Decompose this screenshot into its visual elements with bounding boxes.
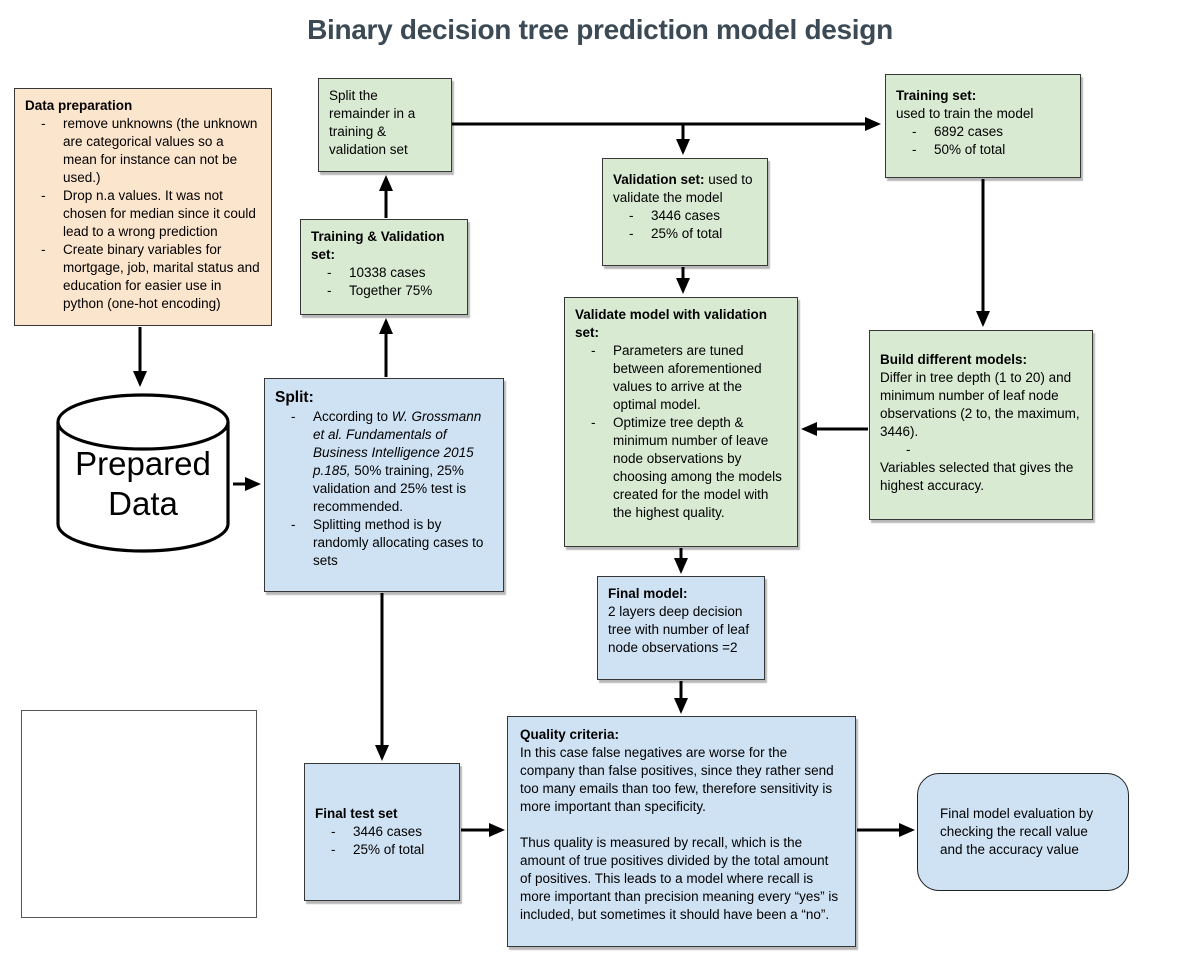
list-item-text: According to W. Grossmann et al. Fundame…	[313, 408, 493, 516]
list-item: - 10338 cases	[311, 264, 457, 282]
list-item-text: 10338 cases	[349, 265, 426, 280]
final-evaluation-text: Final model evaluation by checking the r…	[940, 806, 1094, 857]
build-models-box: Build different models: Differ in tree d…	[869, 330, 1093, 520]
build-models-para1: Differ in tree depth (1 to 20) and minim…	[880, 370, 1080, 439]
final-evaluation-box: Final model evaluation by checking the r…	[917, 773, 1129, 891]
split-citation-pre: According to	[313, 409, 392, 424]
empty-placeholder-box	[21, 710, 257, 918]
bullet-dash: -	[912, 124, 917, 139]
bullet-dash: -	[41, 242, 46, 257]
list-item: - Together 75%	[311, 282, 457, 300]
validation-set-box: Validation set: used to validate the mod…	[602, 158, 768, 266]
list-item: - According to W. Grossmann et al. Funda…	[275, 408, 493, 516]
list-item-text: Drop n.a values. It was not chosen for m…	[63, 188, 256, 239]
list-item-text: Create binary variables for mortgage, jo…	[63, 242, 260, 311]
data-preparation-heading: Data preparation	[25, 98, 133, 113]
page-title: Binary decision tree prediction model de…	[307, 14, 893, 45]
list-item-text: 3446 cases	[353, 824, 423, 839]
list-item: - Drop n.a values. It was not chosen for…	[25, 187, 261, 241]
quality-criteria-box: Quality criteria: In this case false neg…	[507, 716, 856, 947]
split-heading: Split:	[275, 389, 314, 406]
training-validation-heading: Training & Validation set:	[311, 229, 445, 262]
list-item-text: Optimize tree depth & minimum number of …	[613, 415, 782, 520]
list-item: - Parameters are tuned between aforement…	[575, 342, 787, 414]
list-item: - 6892 cases	[896, 123, 1070, 141]
list-item-text: 3446 cases	[651, 208, 721, 223]
prepared-data-label: Prepared Data	[55, 444, 231, 524]
bullet-dash: -	[291, 517, 296, 532]
final-test-set-heading: Final test set	[315, 806, 398, 821]
list-item: - Splitting method is by randomly alloca…	[275, 516, 493, 570]
final-model-heading: Final model:	[608, 586, 688, 601]
split-citation-post: 50% training, 25% validation and 25% tes…	[313, 463, 467, 514]
quality-criteria-para1: In this case false negatives are worse f…	[520, 745, 834, 814]
quality-criteria-heading: Quality criteria:	[520, 727, 620, 742]
prepared-data-line2: Data	[108, 485, 178, 522]
training-validation-set-box: Training & Validation set: - 10338 cases…	[300, 219, 468, 315]
prepared-data-line1: Prepared	[75, 445, 211, 482]
bullet-dash: -	[331, 824, 336, 839]
final-model-text: 2 layers deep decision tree with number …	[608, 604, 750, 655]
bullet-dash: -	[912, 142, 917, 157]
split-box: Split: - According to W. Grossmann et al…	[264, 378, 504, 592]
bullet-dash: -	[327, 283, 332, 298]
list-item-text: 25% of total	[353, 842, 425, 857]
training-set-subtext: used to train the model	[896, 106, 1034, 121]
list-item-text: remove unknowns (the unknown are categor…	[63, 116, 258, 185]
training-set-heading: Training set:	[896, 88, 977, 103]
final-model-box: Final model: 2 layers deep decision tree…	[597, 576, 765, 680]
list-item: - 25% of total	[613, 225, 757, 243]
list-item: - 25% of total	[315, 841, 449, 859]
list-item: - 3446 cases	[613, 207, 757, 225]
bullet-dash: -	[629, 226, 634, 241]
validate-model-heading: Validate model with validation set:	[575, 307, 768, 340]
split-remainder-text: Split the remainder in a training & vali…	[329, 88, 416, 157]
validate-model-box: Validate model with validation set: - Pa…	[564, 297, 798, 547]
bullet-dash: -	[41, 188, 46, 203]
list-item-text: Splitting method is by randomly allocati…	[313, 517, 484, 568]
list-item-text: Parameters are tuned between aforementio…	[613, 343, 762, 412]
bullet-dash: -	[591, 343, 596, 358]
list-item: - Create binary variables for mortgage, …	[25, 241, 261, 313]
build-models-para2: Variables selected that gives the highes…	[880, 460, 1074, 493]
list-item: - 3446 cases	[315, 823, 449, 841]
bullet-dash: -	[629, 208, 634, 223]
list-item-text: 25% of total	[651, 226, 723, 241]
bullet-dash: -	[331, 842, 336, 857]
lone-dash: -	[906, 442, 911, 457]
prepared-data-cylinder: Prepared Data	[55, 392, 231, 554]
list-item: - Optimize tree depth & minimum number o…	[575, 414, 787, 522]
list-item: - remove unknowns (the unknown are categ…	[25, 115, 261, 187]
final-test-set-box: Final test set - 3446 cases - 25% of tot…	[304, 763, 460, 901]
list-item-text: Together 75%	[349, 283, 433, 298]
build-models-heading: Build different models:	[880, 352, 1028, 367]
split-citation-italic: W. Grossmann et al. Fundamentals of Busi…	[313, 409, 482, 478]
list-item-text: 50% of total	[934, 142, 1006, 157]
data-preparation-box: Data preparation - remove unknowns (the …	[14, 88, 272, 326]
split-remainder-box: Split the remainder in a training & vali…	[318, 78, 452, 172]
bullet-dash: -	[327, 265, 332, 280]
list-item: - 50% of total	[896, 141, 1070, 159]
cylinder-shape-icon	[56, 393, 230, 553]
list-item-text: 6892 cases	[934, 124, 1004, 139]
bullet-dash: -	[591, 415, 596, 430]
validation-set-heading: Validation set:	[613, 172, 705, 187]
quality-criteria-para2: Thus quality is measured by recall, whic…	[520, 835, 839, 922]
bullet-dash: -	[41, 116, 46, 131]
bullet-dash: -	[291, 409, 296, 424]
training-set-box: Training set: used to train the model - …	[885, 74, 1081, 178]
validation-set-subtext: used to validate the model	[613, 172, 753, 205]
validation-set-intro: Validation set: used to validate the mod…	[613, 171, 757, 207]
